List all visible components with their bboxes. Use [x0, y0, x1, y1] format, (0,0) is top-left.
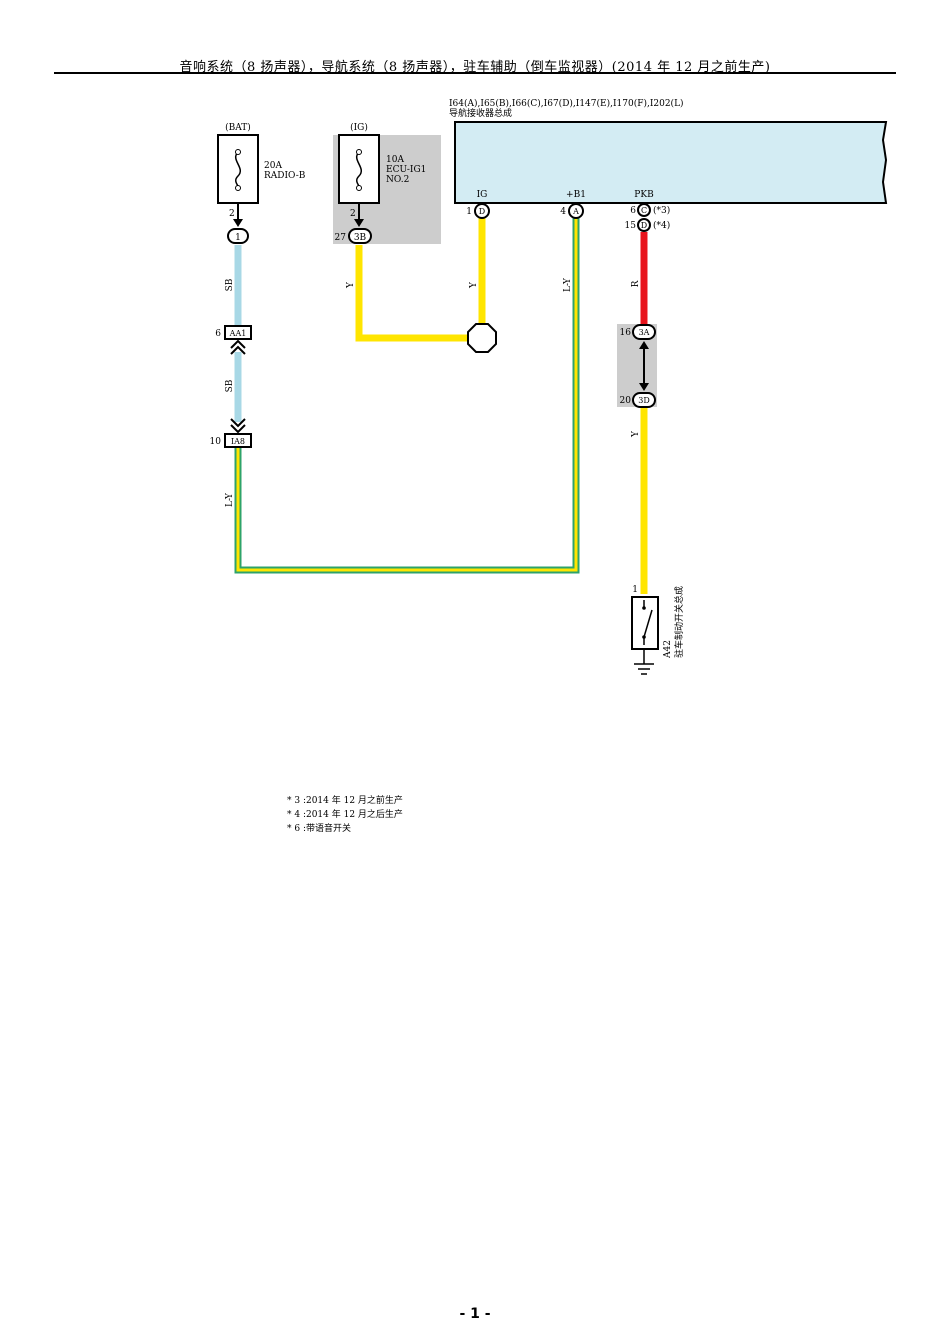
wire-ly-outer — [234, 218, 580, 574]
svg-text:10: 10 — [210, 437, 222, 447]
svg-text:Y: Y — [631, 430, 641, 438]
svg-text:D: D — [641, 221, 647, 230]
fuse-name: RADIO-B — [264, 171, 306, 181]
svg-text:D: D — [479, 207, 485, 216]
svg-text:3D: 3D — [638, 396, 650, 405]
chevron-up-icon — [230, 339, 246, 355]
switch-icon — [643, 609, 653, 638]
parking-brake-switch: 1 A42 驻车制动开关总成 — [631, 585, 685, 675]
chevron-down-icon — [230, 418, 246, 434]
svg-text:3A: 3A — [639, 328, 650, 337]
footnote: * 6 :带语音开关 — [287, 824, 351, 834]
wire-y-ig-left — [355, 245, 470, 342]
svg-text:15: 15 — [625, 221, 637, 231]
svg-text:A: A — [572, 207, 579, 216]
svg-text:(*4): (*4) — [653, 220, 670, 231]
svg-text:驻车制动开关总成: 驻车制动开关总成 — [673, 586, 685, 658]
svg-text:20: 20 — [620, 396, 632, 406]
connector-label: 1 — [235, 233, 241, 243]
fuse-name-2: NO.2 — [386, 175, 409, 185]
arrow-down-icon — [233, 219, 243, 227]
svg-text:1: 1 — [466, 207, 472, 217]
svg-text:SB: SB — [225, 278, 235, 291]
wire-color-labels: SB SB L-Y Y Y L-Y R Y — [225, 277, 641, 507]
terminal-label-b1: +B1 — [566, 190, 586, 200]
svg-text:Y: Y — [469, 281, 479, 289]
junction-ia8: IA8 10 — [210, 418, 252, 448]
page-number: - 1 - — [459, 1306, 491, 1322]
arrow-up-icon — [639, 341, 649, 349]
switch-box — [631, 596, 659, 650]
footnotes: * 3 :2014 年 12 月之前生产 * 4 :2014 年 12 月之后生… — [287, 794, 403, 836]
arrow-down-icon — [639, 383, 649, 391]
splice-point — [467, 323, 497, 353]
page-title: 音响系统（8 扬声器），导航系统（8 扬声器），驻车辅助（倒车监视器）(2014… — [179, 60, 771, 75]
fuse-source-label: (IG) — [350, 122, 368, 133]
terminal-label-ig: IG — [477, 190, 488, 200]
svg-text:AA1: AA1 — [229, 329, 247, 338]
fuse-box — [217, 134, 259, 204]
fuse-rating: 10A — [386, 155, 404, 165]
svg-text:4: 4 — [560, 207, 566, 217]
svg-text:L-Y: L-Y — [225, 492, 235, 507]
connector-label: 3B — [354, 233, 367, 243]
connector-1 — [227, 228, 249, 244]
footnote: * 3 :2014 年 12 月之前生产 — [287, 796, 403, 806]
junction-aa1: AA1 6 — [215, 325, 252, 355]
connector-pin: 27 — [335, 233, 347, 243]
connector-3b — [348, 228, 372, 244]
receiver-box — [454, 121, 888, 204]
fuse-pin: 2 — [229, 209, 235, 219]
wire-ly-stripe — [236, 218, 578, 572]
fuse-radio-b: (BAT) 20A RADIO-B 2 1 — [217, 122, 306, 244]
svg-text:L-Y: L-Y — [563, 277, 573, 292]
svg-text:R: R — [631, 280, 641, 287]
arrow-down-icon — [354, 219, 364, 227]
fuse-rating: 20A — [264, 161, 282, 171]
svg-text:(*3): (*3) — [653, 205, 670, 216]
footnote: * 4 :2014 年 12 月之后生产 — [287, 810, 403, 820]
svg-text:Y: Y — [346, 281, 356, 289]
svg-text:16: 16 — [620, 328, 632, 338]
junction-3a-3d: 3A 16 3D 20 — [620, 324, 656, 408]
svg-text:C: C — [641, 206, 647, 215]
svg-text:SB: SB — [225, 379, 235, 392]
svg-text:6: 6 — [630, 206, 636, 216]
fuse-ecu-ig1-no2: (IG) 10A ECU-IG1 NO.2 2 3B 27 — [335, 122, 426, 244]
fuse-name-1: ECU-IG1 — [386, 165, 426, 175]
wires — [234, 218, 648, 594]
header-divider — [54, 72, 896, 74]
svg-text:6: 6 — [215, 329, 221, 339]
terminal-label-pkb: PKB — [634, 190, 654, 200]
receiver-name: 导航接收器总成 — [449, 107, 512, 119]
svg-text:1: 1 — [632, 585, 638, 595]
navigation-receiver: I64(A),I65(B),I66(C),I67(D),I147(E),I170… — [449, 98, 888, 232]
fuse-box — [338, 134, 380, 204]
svg-text:A42: A42 — [663, 640, 673, 659]
svg-text:IA8: IA8 — [231, 437, 245, 446]
receiver-connectors: I64(A),I65(B),I66(C),I67(D),I147(E),I170… — [449, 98, 684, 109]
fuse-pin: 2 — [350, 209, 356, 219]
fuse-source-label: (BAT) — [225, 122, 251, 133]
